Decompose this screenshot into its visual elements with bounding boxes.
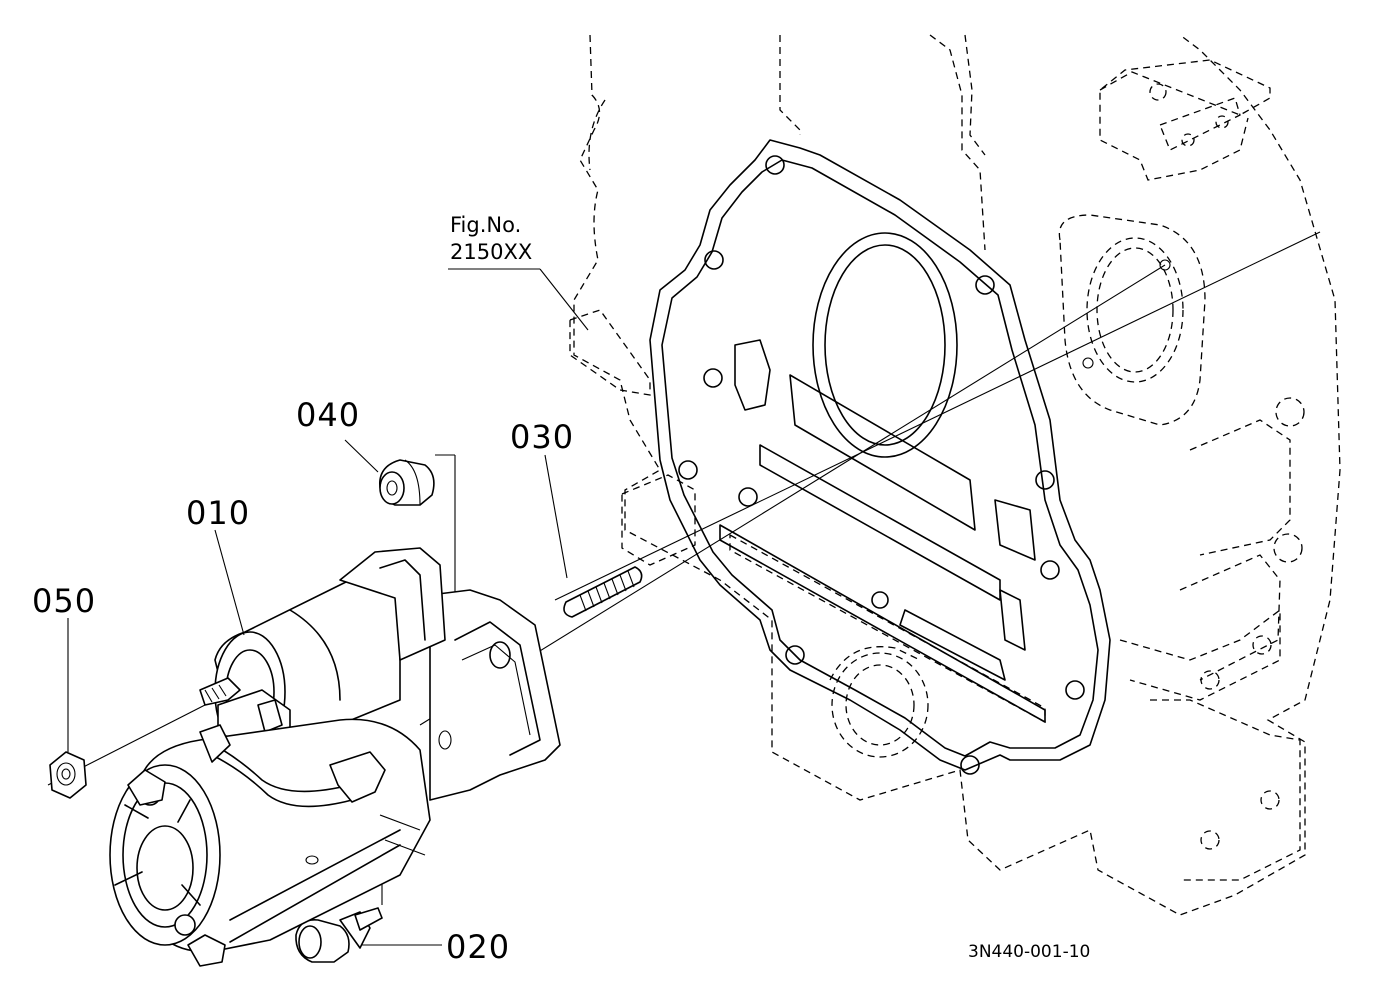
starter-motor-part-010 xyxy=(109,529,561,967)
figure-reference-leader xyxy=(448,268,589,331)
figure-reference-line1: Fig.No. xyxy=(450,213,522,237)
callout-050: 050 xyxy=(32,582,97,620)
engine-housing xyxy=(569,34,1341,916)
flange-nut-part-040 xyxy=(344,439,456,690)
callout-030: 030 xyxy=(510,418,575,456)
callout-010: 010 xyxy=(186,494,251,532)
bolt-part-020 xyxy=(295,845,442,963)
figure-reference-line2: 2150XX xyxy=(450,240,533,264)
callout-040: 040 xyxy=(296,396,361,434)
drawing-code: 3N440-001-10 xyxy=(968,942,1091,962)
hex-nut-part-050 xyxy=(49,618,87,799)
callout-020: 020 xyxy=(446,928,511,966)
gasket-plate xyxy=(649,139,1111,775)
stud-part-030 xyxy=(544,454,643,618)
figure-reference-label: Fig.No. 2150XX xyxy=(450,212,532,266)
